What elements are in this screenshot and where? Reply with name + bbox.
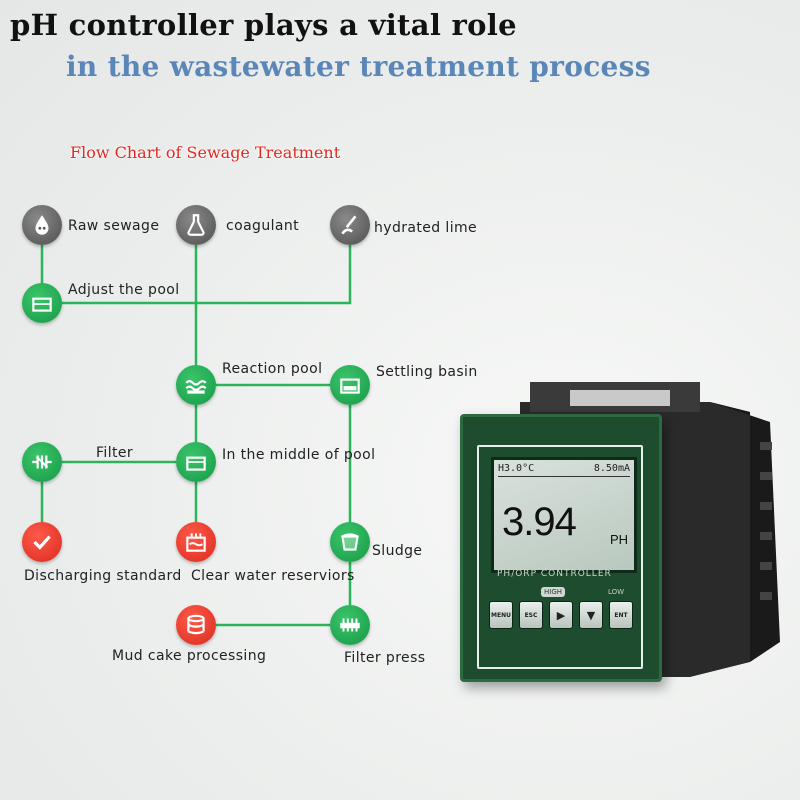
mud-cake-icon [176, 605, 216, 645]
page-subtitle: in the wastewater treatment process [66, 50, 651, 83]
coagulant-flask-icon [176, 205, 216, 245]
hydrated-lime-label: hydrated lime [374, 220, 478, 236]
temperature-readout: H3.0°C [498, 463, 535, 474]
reaction-pool-icon [176, 365, 216, 405]
filter-press-icon [330, 605, 370, 645]
adjust-pool-icon [22, 283, 62, 323]
ph-controller: H3.0°C 8.50mA 3.94 PH PH/ORP CONTROLLER … [460, 414, 662, 682]
down-arrow-button[interactable]: ▼ [579, 601, 603, 629]
line-lime [196, 245, 352, 305]
ph-reading: 3.94 [502, 500, 577, 544]
discharging-label: Discharging standard [24, 568, 182, 584]
coagulant-label: coagulant [226, 218, 300, 234]
clear-water-icon [176, 522, 216, 562]
raw-sewage-icon [22, 205, 62, 245]
middle-pool-label: In the middle of pool [222, 447, 376, 463]
raw-sewage-label: Raw sewage [68, 218, 160, 234]
settling-basin-icon [330, 365, 370, 405]
adjust-pool-label: Adjust the pool [68, 282, 180, 298]
settling-basin-label: Settling basin [376, 364, 478, 380]
sludge-icon [330, 522, 370, 562]
enter-button[interactable]: ENT [609, 601, 633, 629]
filter-press-label: Filter press [344, 650, 426, 666]
current-readout: 8.50mA [593, 463, 630, 474]
filter-label: Filter [96, 445, 134, 461]
model-label: PH/ORP CONTROLLER [497, 569, 612, 579]
hydrated-lime-icon [330, 205, 370, 245]
checkmark-icon [22, 522, 62, 562]
ph-unit: PH [609, 532, 628, 547]
mud-cake-label: Mud cake processing [112, 648, 267, 664]
flowchart-title: Flow Chart of Sewage Treatment [70, 143, 341, 162]
status-line: H3.0°C 8.50mA [498, 463, 630, 477]
right-arrow-button[interactable]: ▶ [549, 601, 573, 629]
reaction-pool-label: Reaction pool [222, 361, 323, 377]
clear-water-label: Clear water reserviors [191, 568, 355, 584]
filter-icon [22, 442, 62, 482]
button-row: MENU ESC ▶ ▼ ENT [489, 601, 633, 629]
sludge-label: Sludge [372, 543, 423, 559]
esc-button[interactable]: ESC [519, 601, 543, 629]
high-led: HIGH [541, 587, 566, 597]
lcd-screen: H3.0°C 8.50mA 3.94 PH [491, 457, 637, 573]
panel-frame [477, 445, 643, 669]
menu-button[interactable]: MENU [489, 601, 513, 629]
middle-pool-icon [176, 442, 216, 482]
page-title: pH controller plays a vital role [10, 8, 517, 42]
low-led: LOW [608, 588, 625, 596]
